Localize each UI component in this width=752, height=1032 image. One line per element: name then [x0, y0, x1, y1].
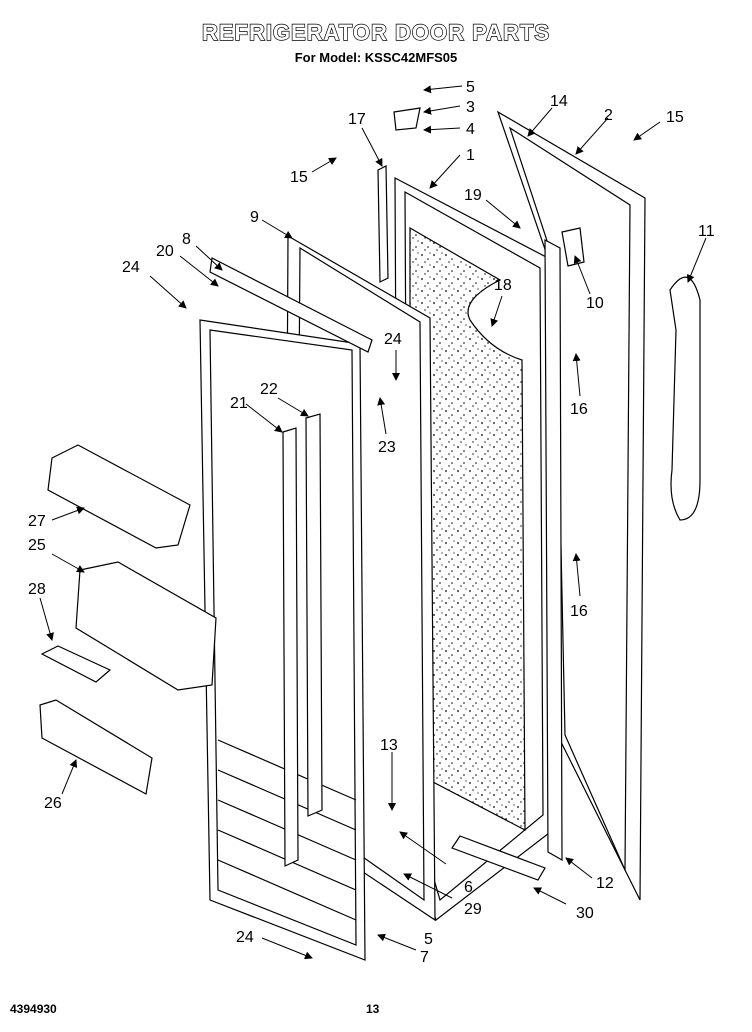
narrow-strip [377, 165, 389, 283]
callout-7: 7 [420, 949, 429, 966]
callout-24-middle: 24 [384, 331, 402, 348]
callout-1: 1 [466, 147, 475, 164]
rail-right [305, 413, 323, 817]
callout-18: 18 [494, 277, 512, 294]
callout-4: 4 [466, 121, 475, 138]
callout-11: 11 [698, 223, 715, 240]
callout-6: 6 [464, 879, 473, 896]
callout-5-top: 5 [466, 79, 475, 96]
callout-20: 20 [156, 243, 174, 260]
bottom-strip [451, 835, 546, 881]
model-subtitle: For Model: KSSC42MFS05 [294, 50, 458, 65]
callout-22: 22 [260, 381, 278, 398]
page-title: REFRIGERATOR DOOR PARTS [201, 19, 551, 45]
callout-23: 23 [378, 439, 396, 456]
callout-15-left: 15 [290, 169, 308, 186]
callout-17: 17 [348, 111, 366, 128]
page-number: 13 [366, 1002, 380, 1016]
top-channel [209, 257, 373, 353]
drip-tray [40, 645, 112, 683]
rail-left [282, 427, 299, 867]
callout-5-bottom: 5 [424, 931, 433, 948]
callout-19: 19 [464, 187, 482, 204]
callout-24-bottom: 24 [236, 929, 254, 946]
callout-14: 14 [550, 93, 568, 110]
callout-21: 21 [230, 395, 248, 412]
callout-8: 8 [182, 231, 191, 248]
callout-28: 28 [28, 581, 46, 598]
dispenser-housing [75, 561, 217, 691]
door-handle [669, 276, 701, 521]
callout-13: 13 [380, 737, 398, 754]
trim-strip [544, 238, 563, 862]
callout-27: 27 [28, 513, 46, 530]
callout-9: 9 [250, 209, 259, 226]
document-number: 4394930 [10, 1002, 57, 1016]
callout-30: 30 [576, 905, 594, 922]
foam-insulation [409, 226, 526, 831]
callout-25: 25 [28, 537, 46, 554]
top-hinge [393, 107, 421, 131]
callout-26: 26 [44, 795, 62, 812]
trim-panel [39, 699, 153, 795]
door-bin [47, 444, 191, 549]
callout-10: 10 [586, 295, 604, 312]
callout-15-right: 15 [666, 109, 684, 126]
callout-16-lower: 16 [570, 603, 588, 620]
callout-29: 29 [464, 901, 482, 918]
callout-12: 12 [596, 875, 614, 892]
callout-16-upper: 16 [570, 401, 588, 418]
inner-door-liner [199, 319, 366, 961]
callout-24-upper-left: 24 [122, 259, 140, 276]
callout-2: 2 [604, 107, 613, 124]
callout-3: 3 [466, 99, 475, 116]
